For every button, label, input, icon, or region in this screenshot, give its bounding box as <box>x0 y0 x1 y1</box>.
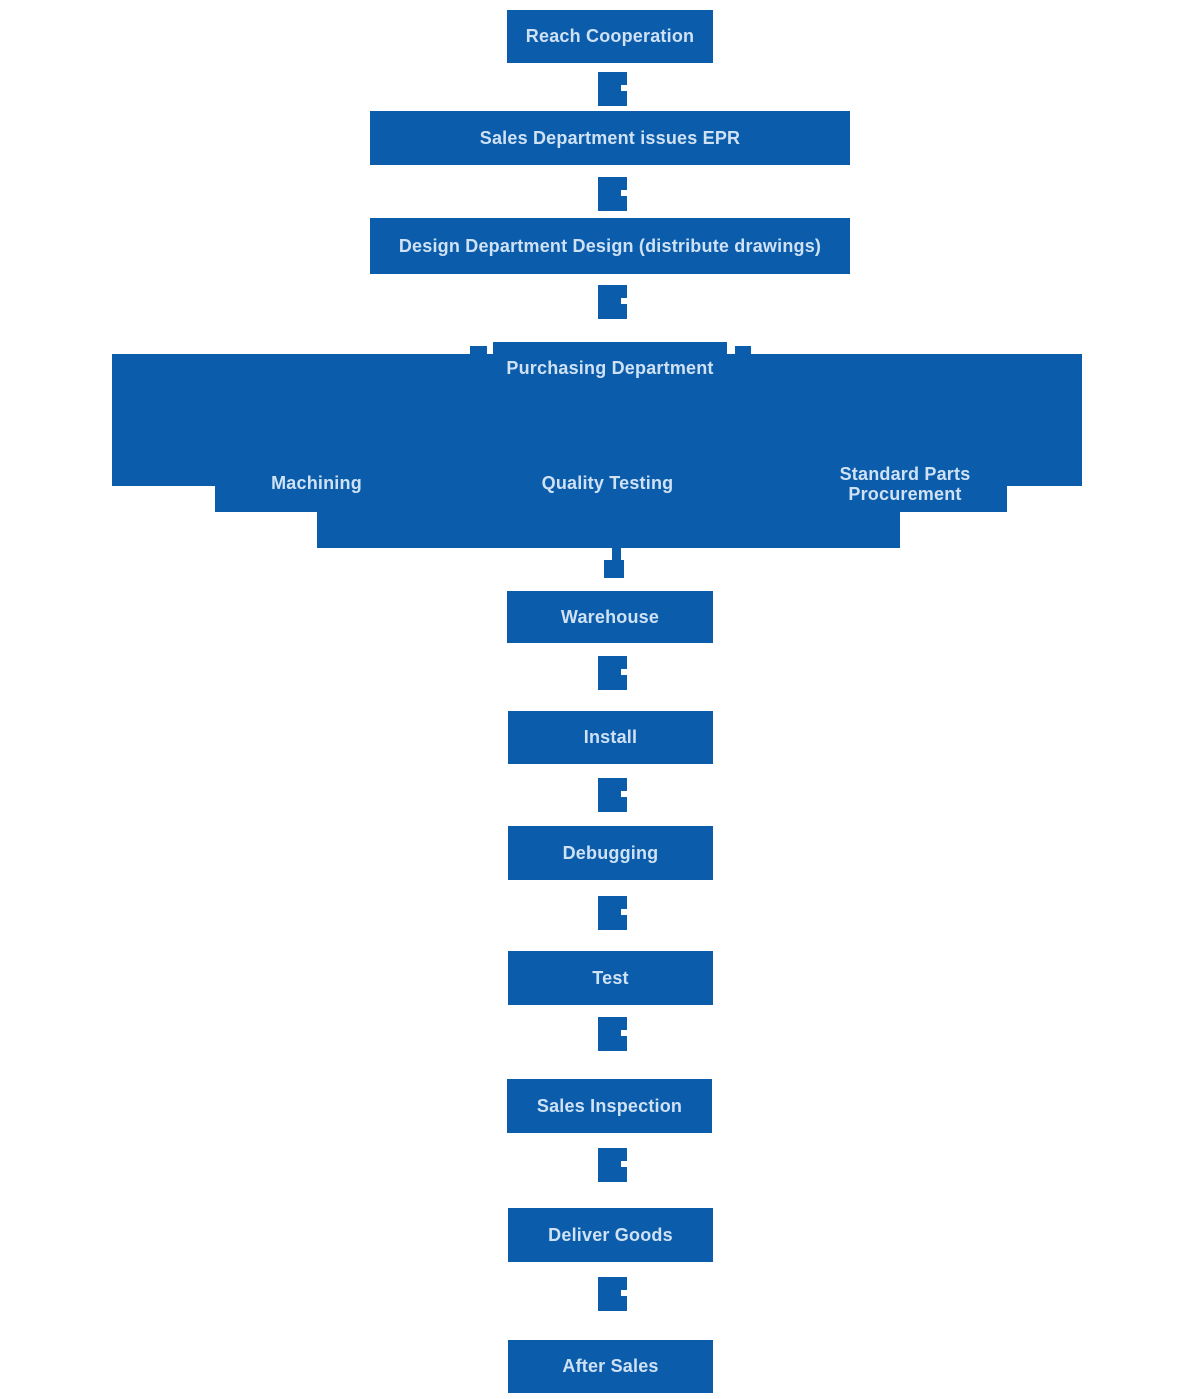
down-arrow-connector <box>598 177 627 211</box>
down-arrow-head <box>604 560 624 578</box>
node-label: Design Department Design (distribute dra… <box>398 235 822 256</box>
connector-stub-left <box>470 346 487 356</box>
node-quality-testing: Quality Testing <box>520 473 695 493</box>
node-label: Purchasing Department <box>506 357 714 378</box>
down-arrow-stem <box>612 548 621 561</box>
node-label: Warehouse <box>560 606 660 627</box>
node-standard-parts-procurement: Standard Parts Procurement <box>815 464 995 504</box>
node-purchasing-department: Purchasing Department <box>493 342 727 394</box>
down-arrow-connector <box>598 1017 627 1051</box>
node-label: Sales Inspection <box>536 1095 683 1116</box>
node-label: Install <box>583 727 638 747</box>
down-arrow-connector <box>598 72 627 106</box>
down-arrow-connector <box>598 656 627 690</box>
connector-stub-right <box>735 346 751 356</box>
down-arrow-connector <box>598 1148 627 1182</box>
node-design-department: Design Department Design (distribute dra… <box>370 218 850 274</box>
node-debugging: Debugging <box>508 826 713 880</box>
node-sales-inspection: Sales Inspection <box>507 1079 712 1133</box>
node-sales-epr: Sales Department issues EPR <box>370 111 850 165</box>
node-label: Reach Cooperation <box>525 26 695 46</box>
node-label: After Sales <box>562 1356 659 1376</box>
node-label: Machining <box>271 473 362 493</box>
down-arrow-connector <box>598 896 627 930</box>
node-install: Install <box>508 711 713 764</box>
node-machining: Machining <box>229 473 404 493</box>
down-arrow-connector <box>598 1277 627 1311</box>
node-label: Quality Testing <box>541 473 674 493</box>
down-arrow-connector <box>598 285 627 319</box>
node-label: Test <box>592 967 629 988</box>
node-after-sales: After Sales <box>508 1340 713 1393</box>
node-reach-cooperation: Reach Cooperation <box>507 10 713 63</box>
node-test: Test <box>508 951 713 1005</box>
node-label: Standard Parts Procurement <box>839 464 971 504</box>
node-label: Sales Department issues EPR <box>479 127 741 148</box>
node-label: Deliver Goods <box>548 1224 673 1245</box>
node-label: Debugging <box>562 842 659 863</box>
node-deliver-goods: Deliver Goods <box>508 1208 713 1262</box>
down-arrow-connector <box>598 778 627 812</box>
node-warehouse: Warehouse <box>507 591 713 643</box>
